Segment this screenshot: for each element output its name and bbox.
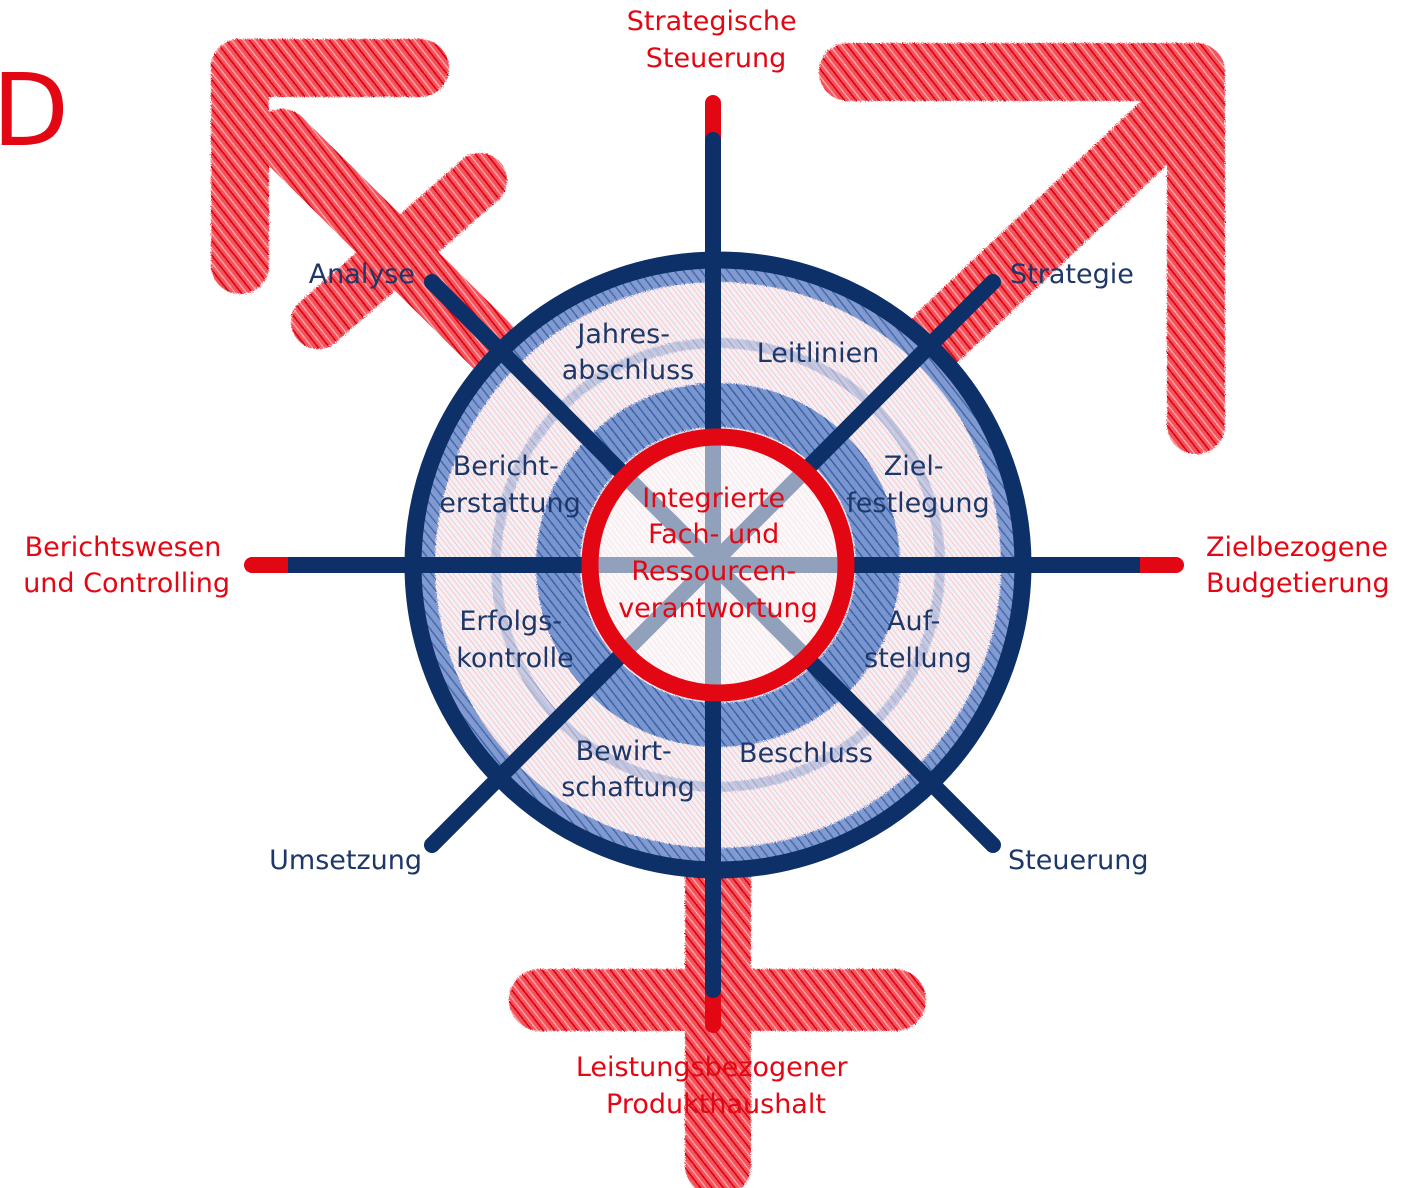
label-analyse: Analyse bbox=[309, 259, 415, 290]
label-steuerung: Steuerung bbox=[1008, 845, 1149, 876]
label-strategie: Strategie bbox=[1010, 259, 1134, 290]
label-right: Zielbezogene Budgetierung bbox=[1206, 532, 1397, 599]
label-left: Berichtswesen und Controlling bbox=[23, 532, 230, 599]
label-top: Strategische Steuerung bbox=[627, 6, 805, 74]
segment-leitlinien: Leitlinien bbox=[757, 338, 880, 369]
label-umsetzung: Umsetzung bbox=[269, 845, 422, 876]
segment-beschluss: Beschluss bbox=[739, 738, 873, 769]
corner-letter: D bbox=[0, 52, 69, 169]
